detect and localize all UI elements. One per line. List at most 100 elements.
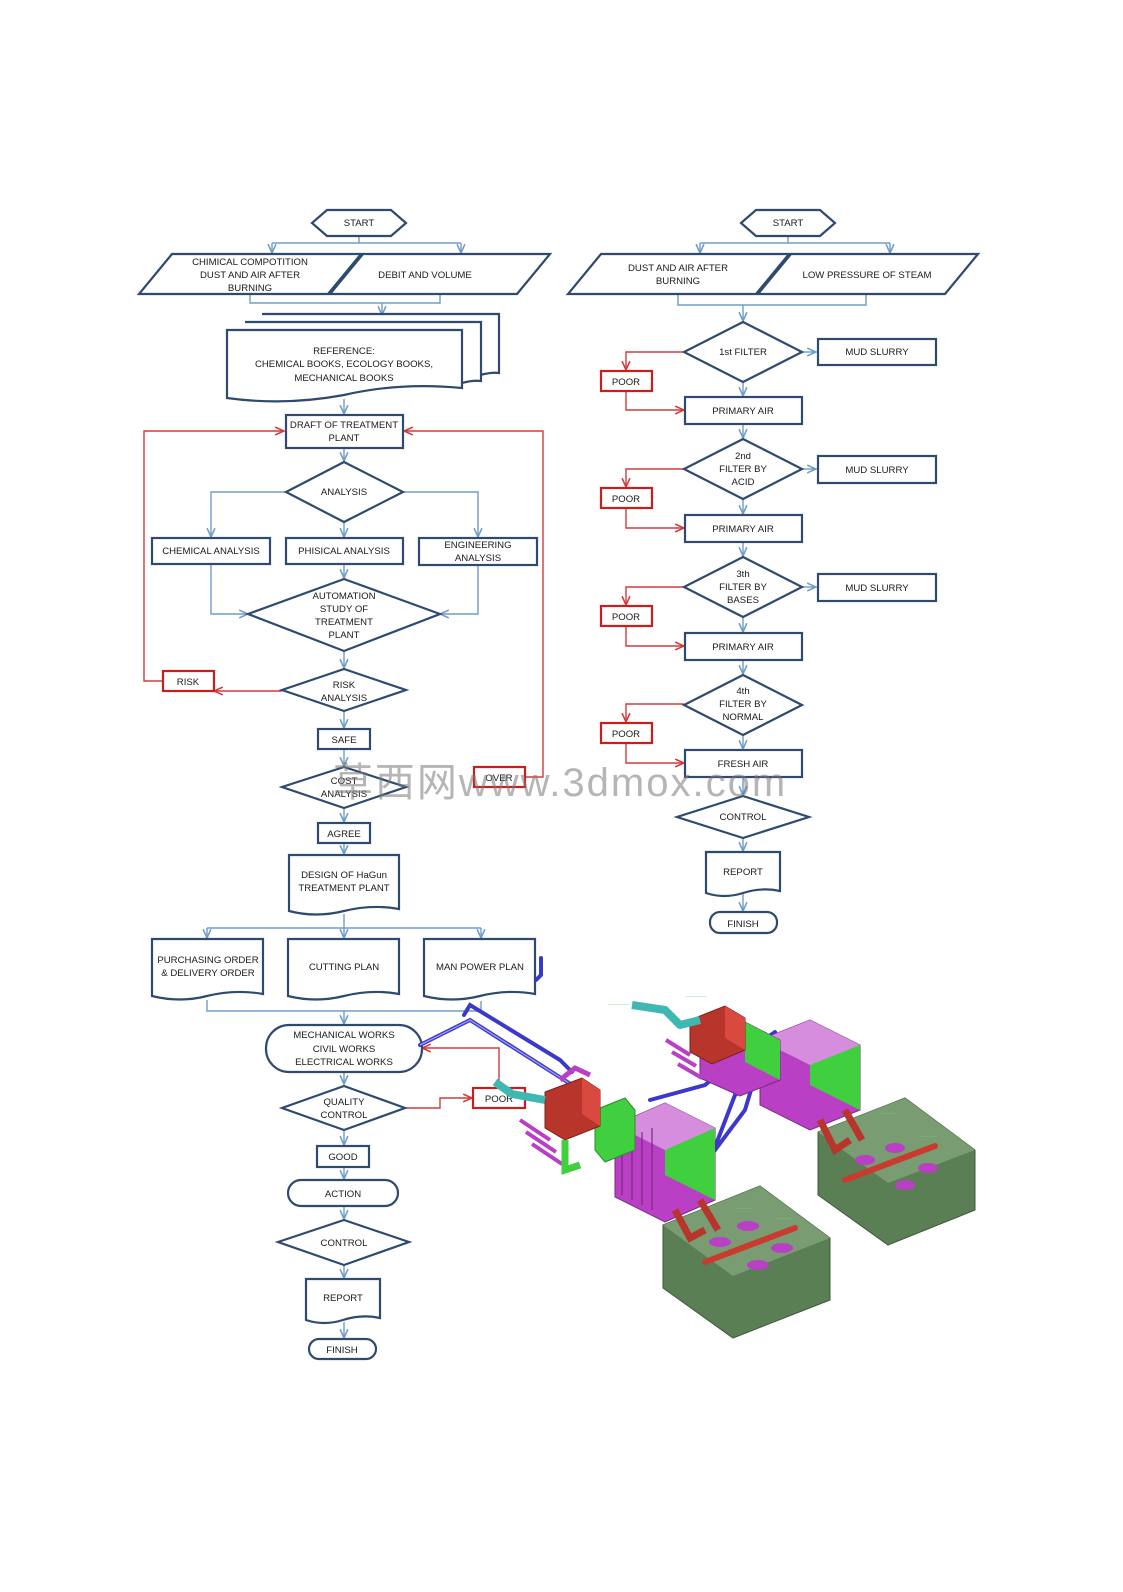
phisical-analysis-box: PHISICAL ANALYSIS: [284, 536, 405, 566]
fresh-air-box: FRESH AIR: [683, 748, 804, 779]
svg-text:FILTER BY: FILTER BY: [719, 464, 767, 475]
primary-air-box-2: PRIMARY AIR: [683, 513, 804, 544]
svg-text:CONTROL: CONTROL: [720, 812, 768, 823]
svg-text:————: ————: [775, 1216, 793, 1221]
svg-text:AUTOMATION: AUTOMATION: [312, 591, 375, 602]
cost-analysis-decision: COST ANALYSIS: [278, 765, 410, 810]
quality-control-decision: QUALITY CONTROL: [278, 1084, 409, 1132]
svg-text:PRIMARY AIR: PRIMARY AIR: [712, 406, 774, 417]
automation-study-decision: AUTOMATION STUDY OF TREATMENT PLANT: [244, 577, 444, 653]
svg-text:START: START: [344, 218, 375, 229]
poor-box-2: POOR: [599, 486, 654, 510]
filter-1-decision: 1st FILTER: [681, 320, 805, 384]
svg-text:SAFE: SAFE: [331, 735, 356, 746]
cutting-plan-document: CUTTING PLAN: [286, 937, 401, 1001]
svg-text:COST: COST: [331, 776, 358, 787]
svg-text:POOR: POOR: [612, 612, 640, 623]
svg-text:CONTROL: CONTROL: [321, 1238, 369, 1249]
svg-text:ANALYSIS: ANALYSIS: [321, 487, 367, 498]
svg-text:BASES: BASES: [727, 595, 759, 606]
svg-text:PHISICAL ANALYSIS: PHISICAL ANALYSIS: [298, 546, 390, 557]
left-control-decision: CONTROL: [274, 1218, 413, 1267]
svg-text:CHEMICAL ANALYSIS: CHEMICAL ANALYSIS: [162, 546, 260, 557]
svg-text:PRIMARY AIR: PRIMARY AIR: [712, 524, 774, 535]
draft-treatment-plant-box: DRAFT OF TREATMENT PLANT: [284, 413, 405, 450]
reference-multi-document: REFERENCE: CHEMICAL BOOKS, ECOLOGY BOOKS…: [225, 312, 501, 403]
chemical-analysis-box: CHEMICAL ANALYSIS: [150, 536, 272, 566]
svg-text:GOOD: GOOD: [328, 1152, 357, 1163]
svg-text:TREATMENT PLANT: TREATMENT PLANT: [298, 883, 389, 894]
filter-4-decision: 4th FILTER BY NORMAL: [681, 673, 805, 737]
svg-text:POOR: POOR: [612, 494, 640, 505]
svg-text:PRIMARY AIR: PRIMARY AIR: [712, 642, 774, 653]
left-finish-terminator: FINISH: [307, 1337, 378, 1361]
poor-box-3: POOR: [599, 604, 654, 628]
right-input-low-pressure-steam: LOW PRESSURE OF STEAM: [755, 252, 981, 296]
svg-text:MECHANICAL BOOKS: MECHANICAL BOOKS: [294, 373, 393, 384]
svg-text:ANALYSIS: ANALYSIS: [321, 789, 367, 800]
mud-slurry-box-2: MUD SLURRY: [816, 454, 938, 485]
svg-text:OVER: OVER: [485, 773, 512, 784]
svg-text:ANALYSIS: ANALYSIS: [321, 693, 367, 704]
right-input-dust-air: DUST AND AIR AFTER BURNING: [565, 252, 792, 296]
svg-text:POOR: POOR: [485, 1094, 513, 1105]
svg-text:RISK: RISK: [333, 680, 356, 691]
svg-text:REPORT: REPORT: [723, 867, 763, 878]
svg-text:FINISH: FINISH: [326, 1345, 358, 1356]
svg-text:LOW PRESSURE OF STEAM: LOW PRESSURE OF STEAM: [802, 270, 931, 281]
treatment-plant-3d-illustration: ————— ————— ———— ———— ———— ————: [418, 956, 976, 1339]
svg-text:CHIMICAL COMPOTITION: CHIMICAL COMPOTITION: [192, 257, 308, 268]
svg-text:POOR: POOR: [612, 729, 640, 740]
left-report-document: REPORT: [304, 1277, 382, 1325]
svg-text:NORMAL: NORMAL: [722, 712, 764, 723]
over-reject-box: OVER: [472, 765, 527, 789]
purchasing-order-document: PURCHASING ORDER & DELIVERY ORDER: [150, 937, 265, 1001]
filter-3-decision: 3th FILTER BY BASES: [681, 555, 805, 619]
agree-box: AGREE: [316, 821, 372, 845]
svg-text:DESIGN OF HaGun: DESIGN OF HaGun: [301, 870, 387, 881]
risk-analysis-decision: RISK ANALYSIS: [278, 667, 410, 713]
svg-text:————: ————: [880, 1111, 898, 1116]
svg-text:PLANT: PLANT: [329, 630, 360, 641]
svg-text:3th: 3th: [736, 569, 749, 580]
svg-text:————: ————: [735, 1206, 753, 1211]
svg-text:—————: —————: [608, 1002, 630, 1007]
svg-text:START: START: [773, 218, 804, 229]
design-document: DESIGN OF HaGun TREATMENT PLANT: [287, 853, 401, 916]
mud-slurry-box-3: MUD SLURRY: [816, 572, 938, 603]
svg-text:& DELIVERY ORDER: & DELIVERY ORDER: [161, 968, 255, 979]
svg-text:BURNING: BURNING: [656, 276, 700, 287]
svg-text:CHEMICAL BOOKS, ECOLOGY BOOKS,: CHEMICAL BOOKS, ECOLOGY BOOKS,: [255, 359, 433, 370]
poor-box-4: POOR: [599, 721, 654, 745]
svg-text:MUD SLURRY: MUD SLURRY: [845, 583, 909, 594]
man-power-plan-document: MAN POWER PLAN: [422, 937, 537, 1001]
analysis-decision: ANALYSIS: [283, 460, 406, 524]
svg-text:PLANT: PLANT: [329, 433, 360, 444]
svg-text:AGREE: AGREE: [327, 829, 361, 840]
risk-reject-box: RISK: [161, 669, 216, 693]
svg-text:MAN POWER PLAN: MAN POWER PLAN: [436, 962, 524, 973]
right-control-decision: CONTROL: [673, 794, 813, 840]
svg-text:ANALYSIS: ANALYSIS: [455, 553, 501, 564]
right-finish-terminator: FINISH: [708, 910, 779, 935]
primary-air-box-3: PRIMARY AIR: [683, 631, 804, 662]
svg-text:DUST AND AIR AFTER: DUST AND AIR AFTER: [200, 270, 300, 281]
svg-text:MUD SLURRY: MUD SLURRY: [845, 465, 909, 476]
svg-text:ENGINEERING: ENGINEERING: [444, 540, 511, 551]
primary-air-box-1: PRIMARY AIR: [683, 395, 804, 426]
poor-box-1: POOR: [599, 369, 654, 393]
action-terminator: ACTION: [286, 1178, 400, 1208]
watermark-text: 草西网www.3dmox.com: [333, 761, 787, 805]
right-report-document: REPORT: [704, 850, 782, 898]
svg-text:FILTER BY: FILTER BY: [719, 582, 767, 593]
svg-text:FILTER BY: FILTER BY: [719, 699, 767, 710]
svg-text:FINISH: FINISH: [727, 919, 759, 930]
svg-text:TREATMENT: TREATMENT: [315, 617, 373, 628]
svg-text:REPORT: REPORT: [323, 1293, 363, 1304]
svg-text:BURNING: BURNING: [228, 283, 272, 294]
svg-text:REFERENCE:: REFERENCE:: [313, 346, 375, 357]
svg-text:ELECTRICAL WORKS: ELECTRICAL WORKS: [295, 1057, 393, 1068]
svg-text:4th: 4th: [736, 686, 749, 697]
svg-text:1st FILTER: 1st FILTER: [719, 347, 767, 358]
